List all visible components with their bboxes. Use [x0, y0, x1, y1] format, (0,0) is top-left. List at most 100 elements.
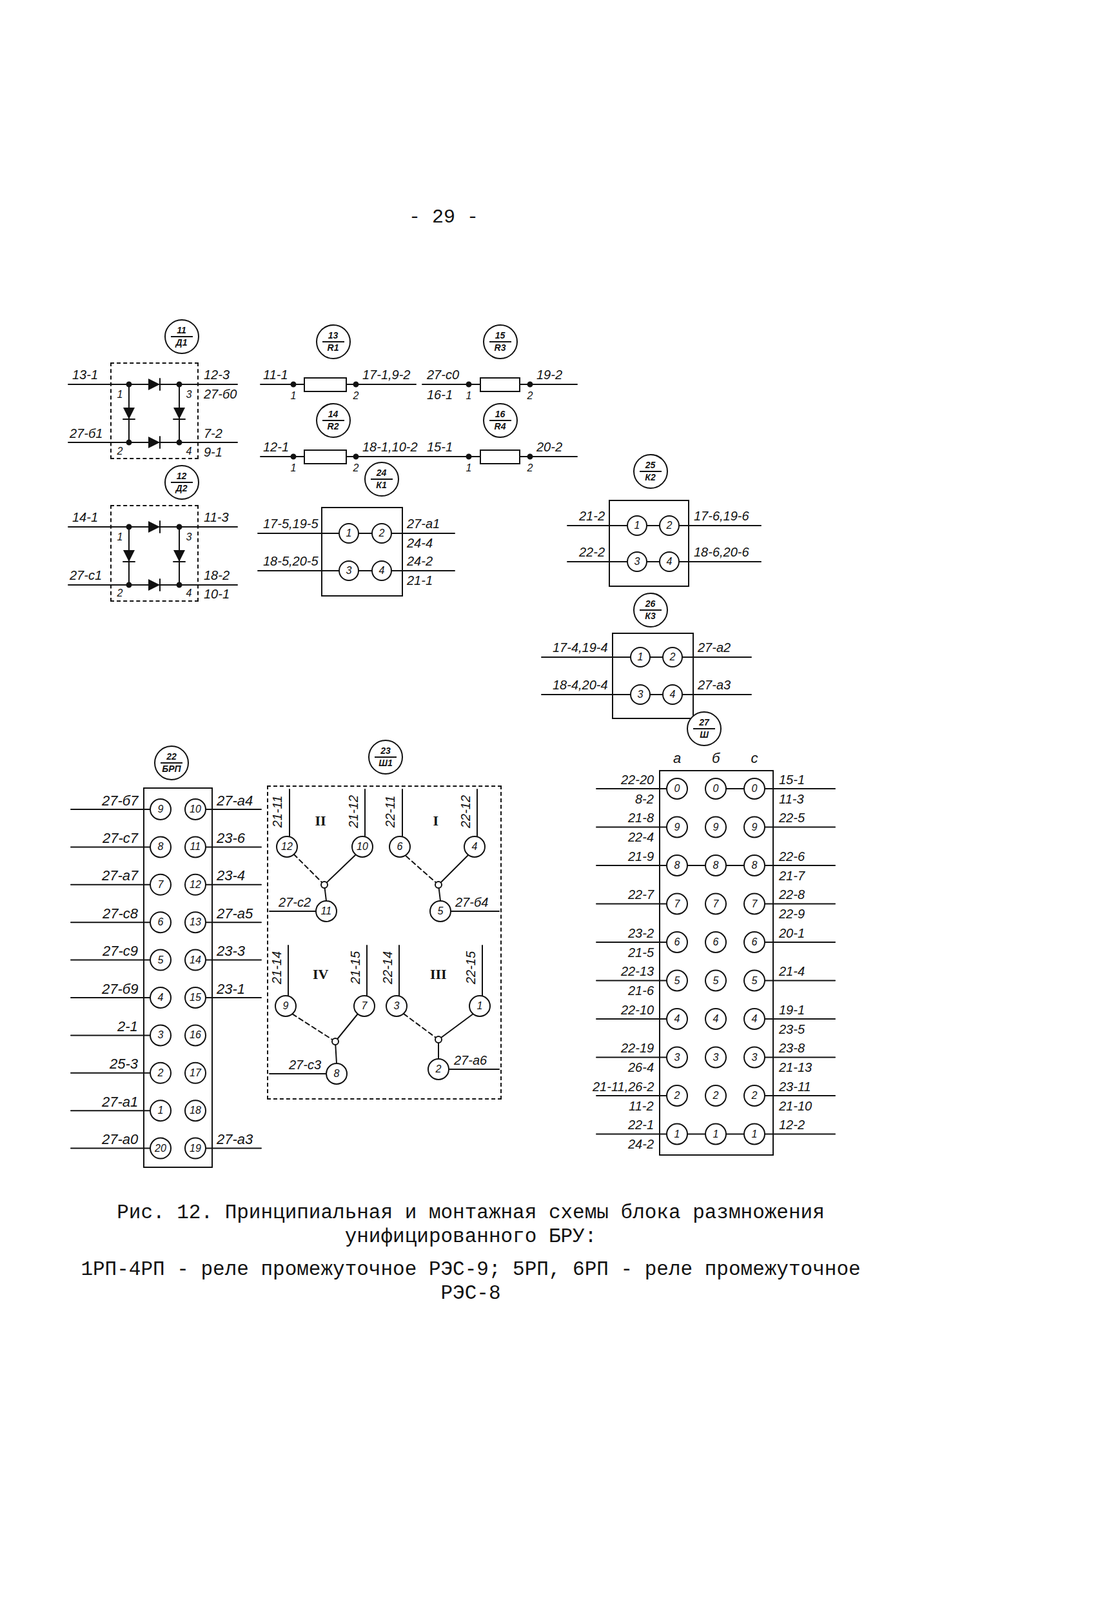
wire	[520, 383, 578, 385]
wire	[205, 959, 262, 961]
wire	[764, 1133, 836, 1135]
pin-number: 7	[751, 898, 758, 910]
callout-circle: 27Ш	[686, 711, 722, 747]
pin-number: 3	[186, 388, 193, 401]
callout-number: 14	[328, 409, 339, 420]
callout-divider	[170, 335, 193, 338]
callout-divider	[374, 756, 397, 758]
wire-label-vertical: 21-11	[270, 795, 286, 828]
wire-label: 12-1	[263, 439, 289, 455]
component-designator: К2	[644, 472, 656, 483]
wire-label: 22-10	[620, 1002, 654, 1018]
pin-number: 7	[674, 898, 681, 910]
pin-circle	[666, 893, 688, 915]
wire-label: 18-2	[203, 568, 230, 583]
pin-circle	[386, 995, 407, 1017]
pin-number: 4	[674, 1012, 681, 1025]
wire	[764, 980, 836, 982]
pin-number: 5	[157, 954, 164, 966]
wire-label: 22-4	[628, 829, 654, 845]
callout-divider	[160, 762, 183, 764]
callout-circle: 15R3	[482, 324, 518, 360]
switch-pivot	[435, 881, 442, 888]
pin-number: 2	[666, 519, 673, 532]
wire	[764, 903, 836, 905]
pin-number: 6	[751, 936, 758, 948]
pin-number: 9	[157, 803, 164, 816]
pin-circle	[326, 1063, 347, 1084]
wire-label: 17-4,19-4	[552, 640, 609, 656]
column-header: а	[673, 749, 681, 767]
pin-number: 2	[157, 1067, 164, 1079]
resistor-symbol: 15R3	[479, 377, 521, 393]
component-designator: Д2	[176, 483, 188, 494]
wire	[70, 1072, 151, 1074]
wire-label: 27-с0	[426, 367, 460, 383]
pin-circle	[705, 1008, 727, 1030]
diode-symbol	[148, 378, 160, 391]
wire	[70, 996, 151, 999]
pin-number: 4	[471, 840, 478, 853]
pin-circle	[150, 1024, 171, 1046]
wire-label: 20-2	[536, 439, 563, 455]
wire	[679, 560, 761, 563]
wire	[596, 1018, 667, 1020]
pin-circle	[666, 970, 688, 992]
pin-circle	[150, 911, 171, 933]
callout-divider	[489, 341, 512, 343]
pin-number: 1	[157, 1104, 164, 1117]
wire-label: 23-2	[628, 925, 654, 941]
pin-circle	[744, 1123, 765, 1145]
pin-number: 8	[713, 859, 719, 872]
wire	[596, 1056, 667, 1059]
pin-circle	[150, 1100, 171, 1121]
pin-circle	[150, 1062, 171, 1084]
pin-circle	[185, 874, 206, 895]
callout-number: 16	[495, 409, 506, 420]
pin-circle	[630, 647, 650, 667]
callout-divider	[693, 727, 716, 730]
wire	[68, 526, 129, 528]
callout-number: 12	[176, 471, 187, 482]
wire	[596, 826, 667, 828]
pin-circle	[666, 1123, 688, 1145]
callout-number: 24	[376, 468, 387, 478]
contact-link	[646, 524, 660, 527]
wire-label: 20-1	[778, 925, 805, 941]
pin-number: 11	[190, 840, 202, 853]
wire-label: 23-4	[216, 867, 246, 884]
diode-symbol	[123, 407, 135, 420]
wire-label: 24-2	[628, 1136, 654, 1152]
wire	[257, 532, 339, 534]
pin-number: 3	[637, 688, 644, 701]
wire	[541, 656, 630, 658]
legend-note: 1РП-4РП - реле промежуточное РЭС-9; 5РП,…	[51, 1257, 890, 1306]
jumper	[726, 864, 745, 866]
wire	[205, 808, 262, 810]
pin-circle	[666, 931, 688, 953]
pin-circle	[372, 523, 392, 543]
pin-number: 9	[674, 821, 681, 834]
component-designator: БРП	[161, 764, 181, 774]
pin-number: 15	[189, 991, 202, 1004]
contact-link	[646, 560, 660, 563]
wire	[205, 921, 262, 923]
resistor-symbol: 16R4	[479, 449, 521, 465]
pin-circle	[185, 1062, 206, 1084]
callout-circle: 12Д2	[164, 464, 200, 500]
diode-bridge: 12Д2	[110, 504, 199, 602]
wire	[422, 455, 480, 458]
diode-bar	[123, 418, 135, 420]
wire	[288, 789, 291, 837]
wire	[679, 524, 761, 527]
pin-circle	[464, 836, 485, 857]
wire	[567, 560, 627, 563]
wire	[764, 1018, 836, 1020]
pin-number: 8	[157, 840, 164, 853]
wire-label: 22-13	[620, 963, 654, 979]
pin-circle	[744, 931, 765, 953]
wire-label: 27-а2	[697, 640, 731, 656]
wire-label: 23-11	[778, 1079, 812, 1095]
diode-bridge: 11Д1	[110, 362, 199, 460]
